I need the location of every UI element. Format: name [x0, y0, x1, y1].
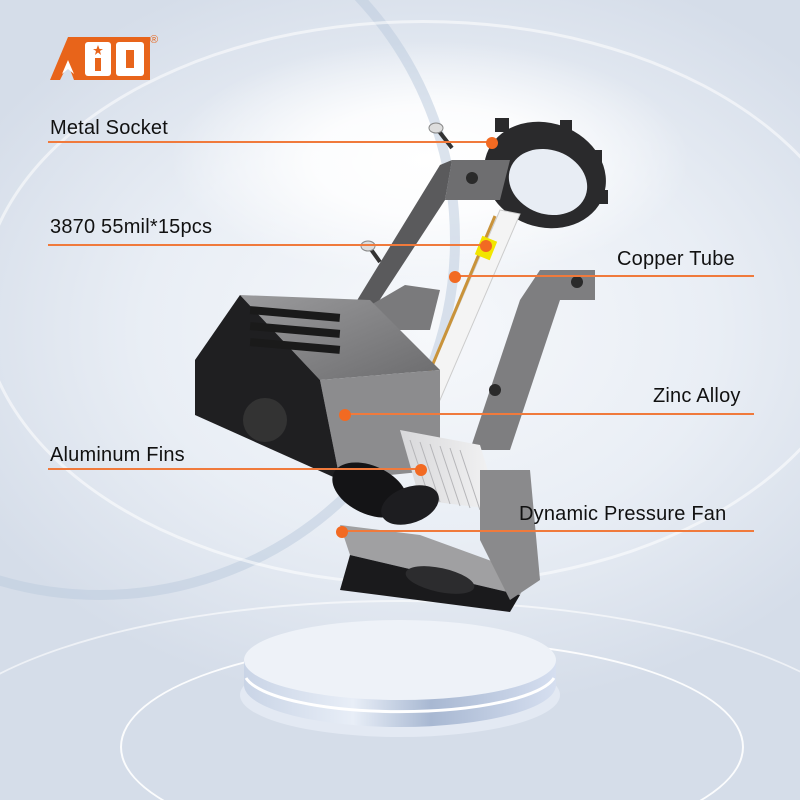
callout-label: Copper Tube: [617, 248, 735, 270]
callout-label: Zinc Alloy: [653, 385, 741, 407]
callout-line: [48, 141, 492, 143]
callout-line: [345, 413, 754, 415]
metal-socket-part: [484, 118, 608, 229]
callout-dot: [336, 526, 348, 538]
registered-mark: ®: [150, 34, 159, 46]
callout-line: [48, 468, 421, 470]
callout-line: [48, 244, 486, 246]
zinc-alloy-bracket: [470, 270, 595, 450]
callout-line: [342, 530, 754, 532]
callout-dot: [480, 240, 492, 252]
callout-label: Dynamic Pressure Fan: [519, 503, 727, 525]
callout-label: Metal Socket: [50, 117, 169, 139]
screw: [360, 122, 454, 264]
lower-housing: [340, 470, 540, 612]
callout-dot: [339, 409, 351, 421]
callout-dot: [449, 271, 461, 283]
dynamic-pressure-fan-part: [332, 462, 439, 525]
floor-ring: [0, 600, 800, 800]
brand-logo: [50, 37, 150, 80]
callout-dot: [415, 464, 427, 476]
callout-label: 3870 55mil*15pcs: [50, 216, 213, 238]
pedestal: [240, 620, 560, 737]
callout-line: [455, 275, 754, 277]
callout-dot: [486, 137, 498, 149]
callout-label: Aluminum Fins: [50, 444, 185, 466]
